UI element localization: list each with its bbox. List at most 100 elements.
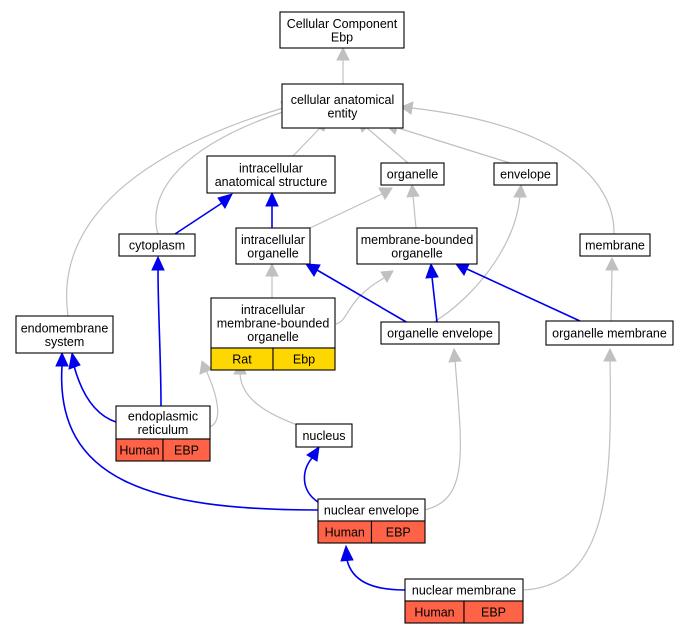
annotation-label: Human (325, 526, 365, 540)
go-term-label-line: organelle (391, 246, 442, 260)
edge-io-to-organelle-arrowhead (378, 187, 393, 200)
edge-cae-to-root-arrowhead (336, 46, 350, 61)
edge-organelle-to-cae (366, 127, 409, 164)
go-term-label-line: organelle membrane (552, 327, 667, 341)
annotation-cell (162, 438, 211, 462)
edge-envelope-to-cae (397, 127, 511, 164)
edge-er-to-imbo-arrowhead (199, 360, 213, 375)
edge-ias-to-cae (292, 127, 321, 157)
annotation-label: Human (414, 606, 454, 620)
annotation-label: Rat (232, 353, 252, 367)
annotation-label: EBP (386, 526, 411, 540)
edge-oenv-to-io-arrowhead (305, 263, 321, 277)
go-term-imbo[interactable]: intracellularmembrane-boundedorganelleRa… (210, 297, 336, 371)
edge-imbo-to-mbo-arrowhead (380, 270, 394, 284)
edge-oenv-to-io (316, 269, 409, 324)
go-term-label-line: Ebp (331, 30, 353, 44)
go-term-box (295, 423, 353, 448)
go-term-box (493, 162, 558, 186)
edge-oenv-to-envelope (433, 195, 521, 323)
go-term-label-line: organelle (387, 168, 438, 182)
edge-nmem-to-omem (523, 359, 612, 591)
go-term-label-line: anatomical structure (215, 175, 328, 189)
go-term-envelope[interactable]: envelope (493, 162, 558, 186)
annotation-cell (370, 520, 426, 544)
go-term-organelle[interactable]: organelle (380, 162, 445, 186)
go-term-label-line: organelle envelope (387, 327, 493, 341)
go-term-label-line: organelle (247, 330, 298, 344)
edge-oenv-to-mbo-arrowhead (425, 262, 439, 279)
go-term-label-line: nuclear membrane (412, 584, 516, 598)
go-term-label-line: cytoplasm (129, 239, 185, 253)
edge-nmem-to-omem-arrowhead (603, 347, 617, 362)
edge-nenv-to-oenv (423, 359, 461, 511)
go-term-label-line: endoplasmic (128, 409, 198, 423)
edge-nenv-to-nucleus-arrowhead (306, 445, 320, 462)
edge-nenv-to-endo (60, 365, 319, 511)
go-term-label-line: envelope (500, 168, 551, 182)
edge-oenv-to-envelope-arrowhead (513, 183, 527, 198)
go-term-box (281, 83, 404, 129)
go-term-cytoplasm[interactable]: cytoplasm (118, 233, 196, 257)
annotation-label: EBP (481, 606, 506, 620)
go-term-label-line: membrane-bounded (217, 317, 330, 331)
go-term-box (380, 162, 445, 186)
go-term-label-line: membrane (585, 239, 645, 253)
annotation-cell (463, 600, 524, 624)
edge-omem-to-membrane (610, 269, 613, 322)
go-term-label-line: cellular anatomical (291, 93, 395, 107)
go-term-box (279, 11, 405, 49)
go-term-box (115, 405, 211, 440)
go-term-omem[interactable]: organelle membrane (545, 320, 674, 346)
edge-er-to-cytoplasm (157, 269, 162, 407)
edge-cytoplasm-to-ias (174, 202, 223, 235)
go-term-oenv[interactable]: organelle envelope (380, 321, 500, 345)
edge-omem-to-membrane-arrowhead (605, 256, 619, 271)
edge-oenv-to-mbo (431, 276, 438, 323)
go-term-nucleus[interactable]: nucleus (295, 423, 353, 448)
edge-nucleus-to-imbo (239, 371, 301, 427)
go-term-box (206, 155, 336, 194)
edge-omem-to-mbo (466, 268, 581, 322)
edge-cytoplasm-to-cae (155, 111, 284, 235)
go-term-label-line: nucleus (302, 429, 345, 443)
go-term-box (545, 320, 674, 346)
edge-mbo-to-organelle-arrowhead (406, 183, 420, 198)
go-term-label-line: reticulum (138, 423, 189, 437)
edge-membrane-to-cae-arrowhead (399, 101, 414, 115)
edge-er-to-cytoplasm-arrowhead (151, 255, 165, 271)
go-term-label-line: organelle (247, 246, 298, 260)
go-term-box (210, 297, 336, 349)
go-term-box (579, 233, 651, 257)
go-term-label-line: intracellular (239, 161, 303, 175)
edge-nenv-to-endo-arrowhead (55, 351, 69, 367)
edge-io-to-organelle (309, 193, 383, 229)
go-term-label-line: endomembrane (21, 321, 109, 335)
edge-mbo-to-organelle (412, 195, 417, 229)
edge-er-to-endo-arrowhead (68, 351, 81, 370)
edge-imbo-to-io-arrowhead (265, 262, 279, 277)
annotation-label: Human (119, 444, 159, 458)
go-term-box (235, 227, 311, 265)
go-term-label-line: Cellular Component (287, 17, 398, 31)
edge-nenv-to-nucleus (303, 457, 319, 503)
go-term-box (118, 233, 196, 257)
edge-er-to-imbo (205, 369, 219, 428)
edge-membrane-to-cae (411, 107, 615, 235)
go-term-box (15, 315, 114, 354)
go-term-box (380, 321, 500, 345)
edge-nenv-to-oenv-arrowhead (448, 347, 462, 363)
go-term-membrane[interactable]: membrane (579, 233, 651, 257)
annotation-label: EBP (174, 444, 199, 458)
